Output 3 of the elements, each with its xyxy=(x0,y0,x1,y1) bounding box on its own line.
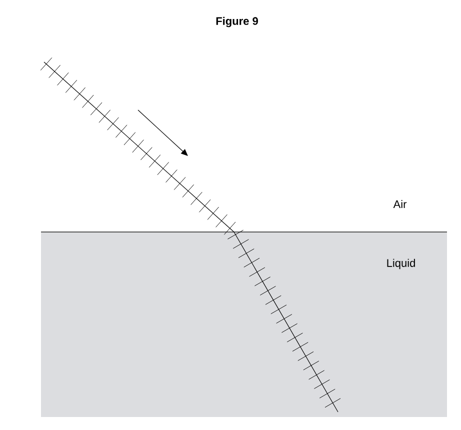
region-label: Air xyxy=(393,200,407,208)
diagram-title: Figure 9 xyxy=(216,16,258,28)
liquid-region: Liquid xyxy=(41,232,447,417)
